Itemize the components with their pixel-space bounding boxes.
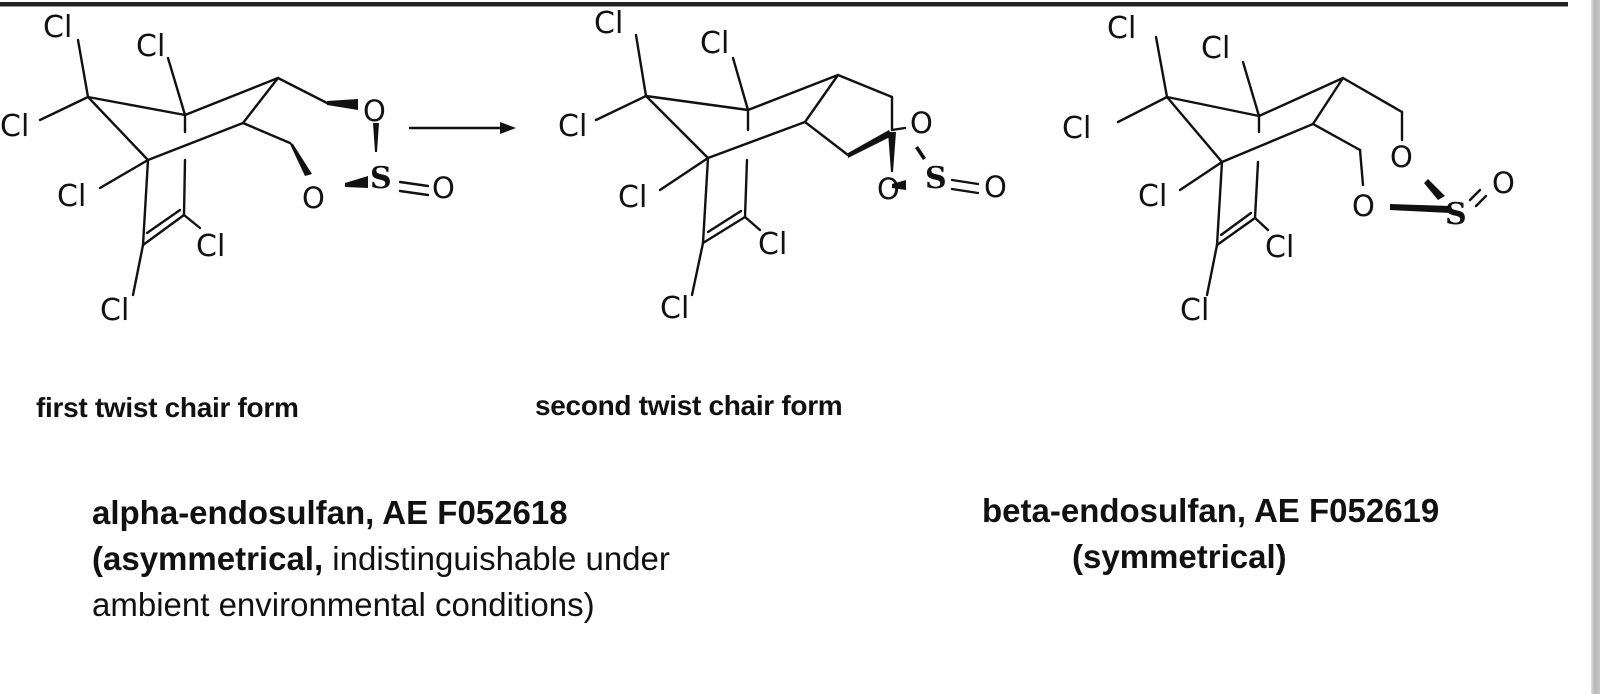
atom-cl: Cl	[196, 229, 225, 264]
atom-o: O	[984, 170, 1007, 204]
atom-cl: Cl	[1107, 11, 1136, 46]
atom-o: O	[432, 171, 455, 205]
alpha-name: alpha-endosulfan, AE F052618	[92, 494, 568, 531]
atom-cl: Cl	[136, 29, 165, 64]
atom-cl: Cl	[43, 10, 72, 45]
atom-cl: Cl	[758, 227, 787, 262]
atom-cl: Cl	[618, 180, 647, 215]
right-window-edge	[1591, 0, 1600, 694]
atom-o: O	[302, 181, 325, 215]
atom-cl: Cl	[57, 179, 86, 214]
chemical-structures: Cl Cl Cl Cl Cl Cl O O S O	[0, 6, 1515, 328]
molecule-alpha-first-twist: Cl Cl Cl Cl Cl Cl O O S O	[0, 10, 455, 328]
atom-cl: Cl	[1201, 31, 1230, 66]
alpha-description: indistinguishable under	[323, 540, 670, 577]
atom-s: S	[1445, 197, 1467, 232]
atom-o: O	[877, 172, 900, 206]
atom-cl: Cl	[558, 109, 587, 144]
atom-cl: Cl	[1062, 111, 1091, 146]
top-border-line	[0, 2, 1568, 7]
atom-o: O	[1492, 166, 1515, 200]
alpha-description-line: (asymmetrical, indistinguishable under	[92, 536, 670, 582]
atom-o: O	[1352, 189, 1375, 223]
beta-symmetry: (symmetrical)	[1072, 538, 1287, 575]
alpha-symmetry: (asymmetrical,	[92, 540, 324, 577]
atom-cl: Cl	[1265, 230, 1294, 265]
atom-o: O	[363, 94, 386, 128]
atom-o: O	[1390, 140, 1413, 174]
caption-second-twist-chair: second twist chair form	[535, 390, 843, 421]
atom-o: O	[910, 106, 933, 140]
atom-cl: Cl	[594, 6, 623, 41]
beta-endosulfan-label: beta-endosulfan, AE F052619 (symmetrical…	[982, 488, 1439, 580]
molecule-beta: Cl Cl Cl Cl Cl Cl O O S O	[1062, 11, 1515, 328]
atom-cl: Cl	[700, 26, 729, 61]
atom-cl: Cl	[1138, 179, 1167, 214]
alpha-description-line-2: ambient environmental conditions)	[92, 586, 595, 623]
reaction-arrow	[408, 122, 516, 134]
atom-cl: Cl	[1180, 293, 1209, 328]
caption-first-twist-chair: first twist chair form	[36, 392, 299, 423]
molecule-alpha-second-twist: Cl Cl Cl Cl Cl Cl O O S O	[558, 6, 1007, 326]
atom-s: S	[925, 161, 947, 196]
atom-cl: Cl	[100, 293, 129, 328]
atom-cl: Cl	[660, 291, 689, 326]
atom-cl: Cl	[0, 109, 29, 144]
alpha-endosulfan-label: alpha-endosulfan, AE F052618 (asymmetric…	[92, 490, 670, 628]
atom-s: S	[370, 161, 392, 196]
beta-name: beta-endosulfan, AE F052619	[982, 492, 1440, 529]
